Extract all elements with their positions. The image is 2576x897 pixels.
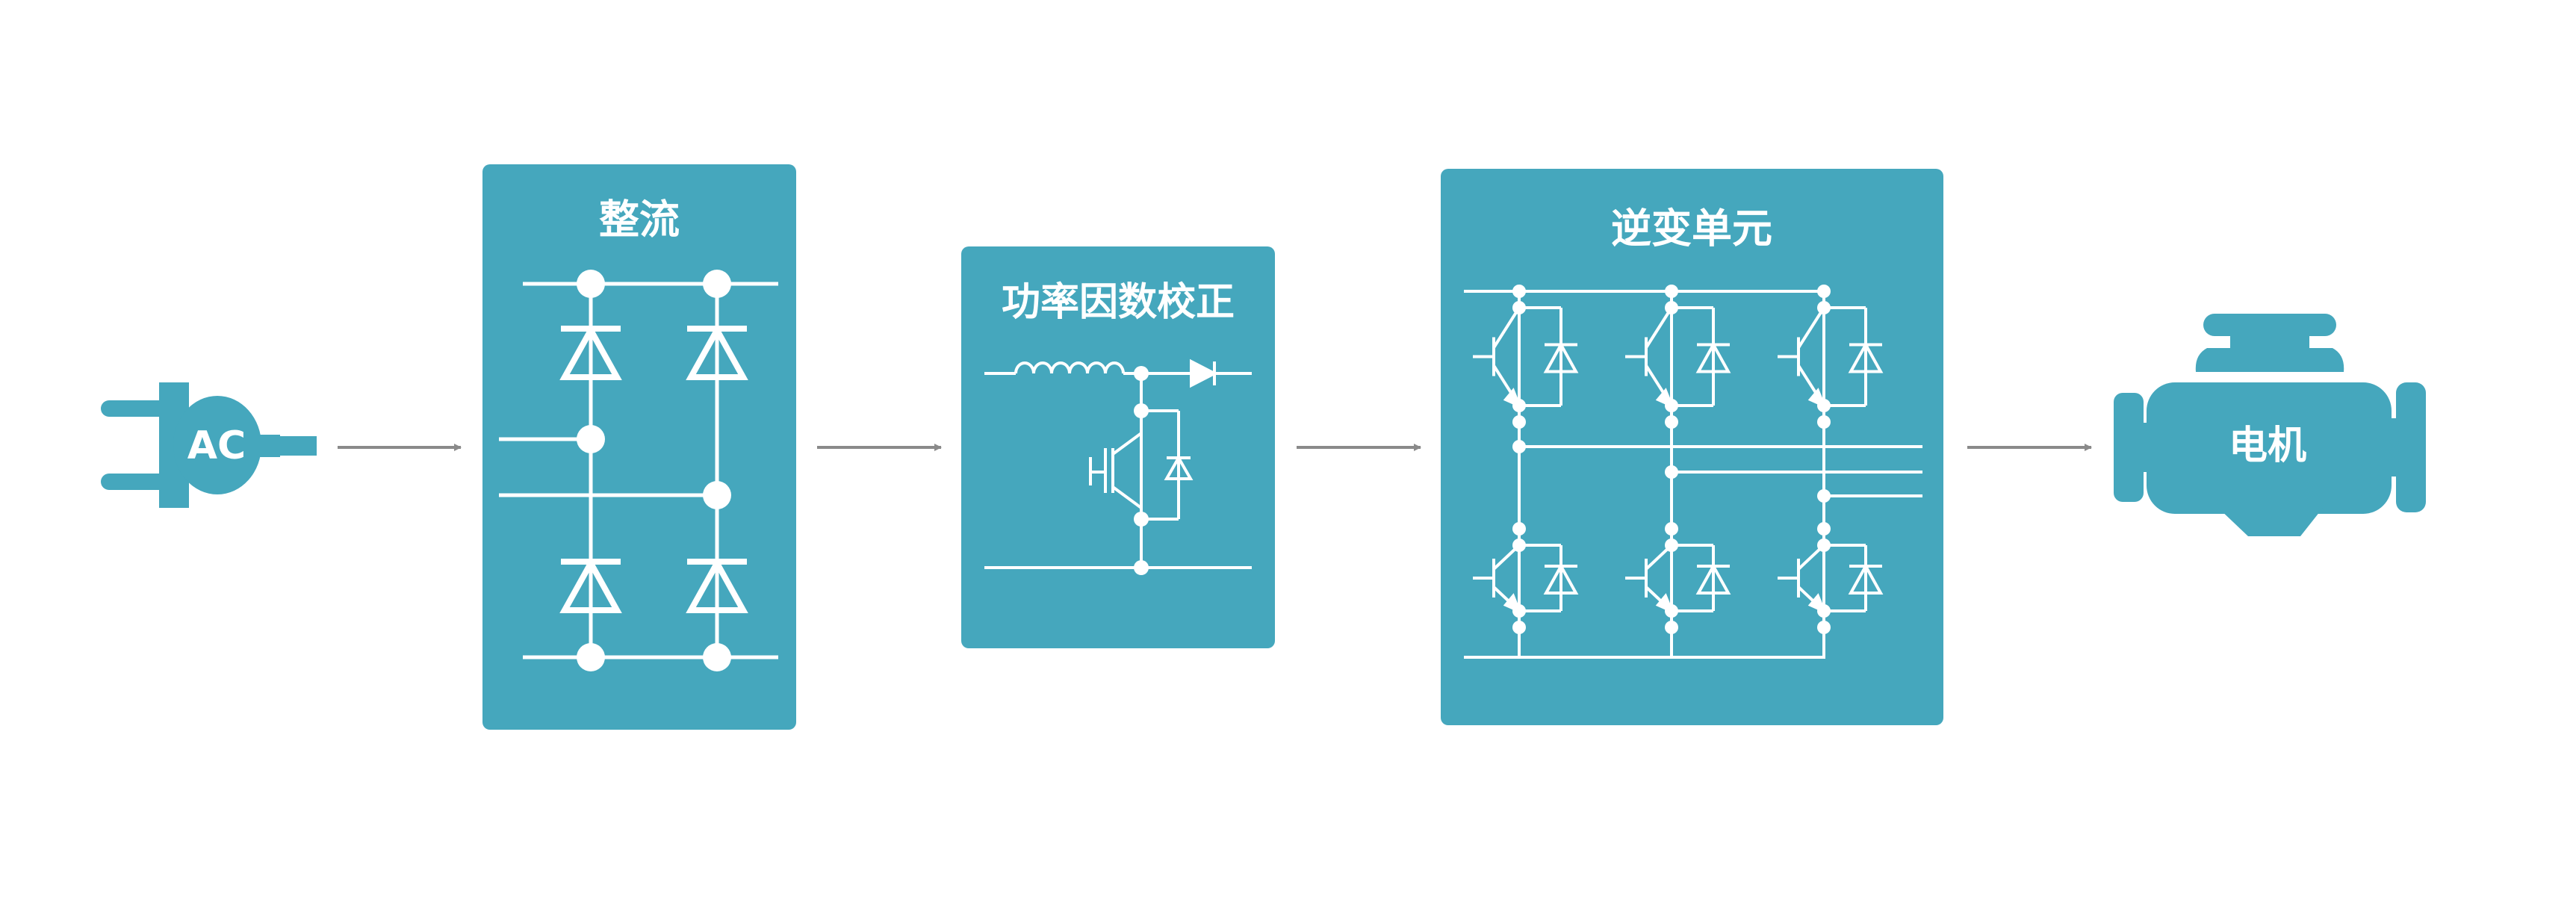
pfc-block: 功率因数校正 xyxy=(961,246,1275,648)
motor-label: 电机 xyxy=(2229,423,2306,468)
rectifier-block: 整流 xyxy=(482,164,796,730)
output-diode-icon xyxy=(1190,359,1218,388)
power-plug-icon: AC xyxy=(101,382,317,508)
pfc-title: 功率因数校正 xyxy=(1002,280,1235,325)
bridge-rectifier-circuit xyxy=(499,282,778,659)
inductor-icon xyxy=(1014,361,1125,374)
inverter-block: 逆变单元 xyxy=(1441,169,1943,725)
motor-icon: 电机 xyxy=(2114,314,2426,536)
inverter-title: 逆变单元 xyxy=(1611,205,1772,252)
plug-label: AC xyxy=(187,423,246,468)
rectifier-title: 整流 xyxy=(599,196,680,243)
